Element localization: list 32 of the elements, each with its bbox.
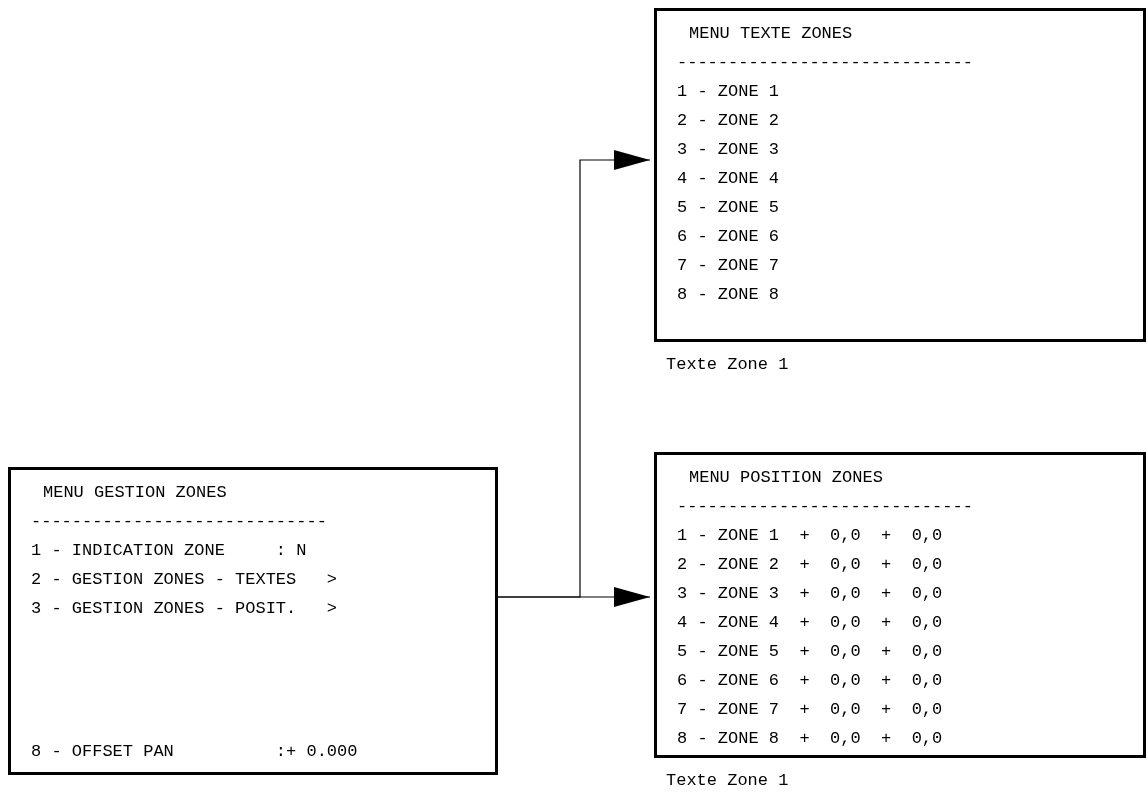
menu-item: 8 - OFFSET PAN :+ 0.000 xyxy=(31,741,358,763)
menu-item: 3 - ZONE 3 xyxy=(677,139,780,161)
separator-line: ----------------------------- xyxy=(31,511,327,533)
menu-screen xyxy=(8,467,498,775)
menu-item: 4 - ZONE 4 + 0,0 + 0,0 xyxy=(677,612,943,634)
menu-item: 8 - ZONE 8 xyxy=(677,284,780,306)
menu-item: 1 - INDICATION ZONE : N xyxy=(31,540,307,562)
menu-item: 1 - ZONE 1 xyxy=(677,81,780,103)
menu-item: 3 - GESTION ZONES - POSIT. > xyxy=(31,598,338,620)
node-label: Texte Zone 1 xyxy=(666,354,789,376)
menu-screen xyxy=(654,452,1146,758)
menu-item: 6 - ZONE 6 xyxy=(677,226,780,248)
menu-item: 5 - ZONE 5 + 0,0 + 0,0 xyxy=(677,641,943,663)
menu-item: 2 - ZONE 2 + 0,0 + 0,0 xyxy=(677,554,943,576)
menu-item: 1 - ZONE 1 + 0,0 + 0,0 xyxy=(677,525,943,547)
menu-item: 3 - ZONE 3 + 0,0 + 0,0 xyxy=(677,583,943,605)
separator-line: ----------------------------- xyxy=(677,496,973,518)
menu-title: MENU POSITION ZONES xyxy=(688,467,883,489)
menu-item: 7 - ZONE 7 xyxy=(677,255,780,277)
menu-item: 8 - ZONE 8 + 0,0 + 0,0 xyxy=(677,728,943,750)
node-label: Texte Zone 1 xyxy=(666,770,789,792)
arrow xyxy=(497,587,651,607)
menu-item: 7 - ZONE 7 + 0,0 + 0,0 xyxy=(677,699,943,721)
separator-line: ----------------------------- xyxy=(677,52,973,74)
menu-item: 2 - GESTION ZONES - TEXTES > xyxy=(31,569,338,591)
menu-item: 4 - ZONE 4 xyxy=(677,168,780,190)
menu-item: 2 - ZONE 2 xyxy=(677,110,780,132)
menu-item: 6 - ZONE 6 + 0,0 + 0,0 xyxy=(677,670,943,692)
menu-title: MENU GESTION ZONES xyxy=(42,482,227,504)
menu-title: MENU TEXTE ZONES xyxy=(688,23,853,45)
menu-item: 5 - ZONE 5 xyxy=(677,197,780,219)
menu-screen xyxy=(654,8,1146,342)
